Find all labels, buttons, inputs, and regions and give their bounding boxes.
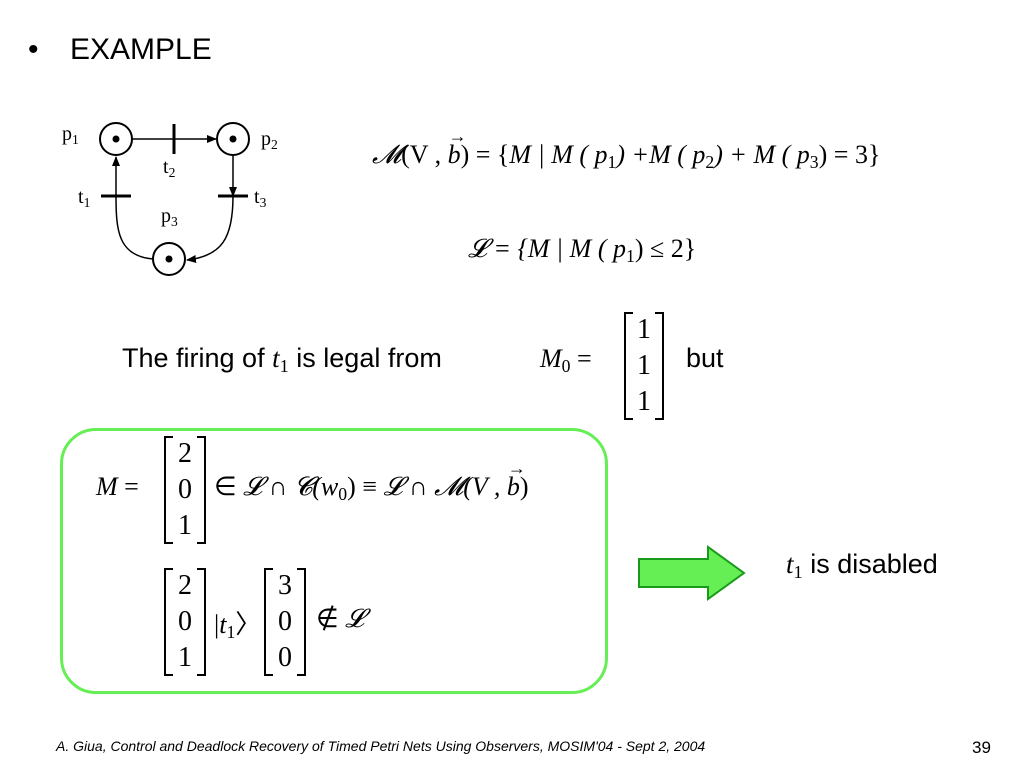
token-p1 xyxy=(112,135,120,143)
firing-sentence: The firing of t1 is legal from xyxy=(122,343,442,377)
title-text: EXAMPLE xyxy=(70,33,212,66)
arc-t3-p3 xyxy=(186,195,234,263)
firing-ket: |t1〉 xyxy=(214,610,262,642)
page-number: 39 xyxy=(972,738,991,757)
label-p3: p3 xyxy=(161,205,178,229)
m0-entry: 1 xyxy=(637,386,651,417)
token-p2 xyxy=(229,135,237,143)
highlight-box xyxy=(60,428,608,694)
bullet-icon: • xyxy=(28,33,39,66)
equation-membership: ∈ 𝓛 ∩ 𝓒(w0) ≡ 𝓛 ∩ 𝓜(V , →b) xyxy=(214,458,529,504)
token-p3 xyxy=(165,255,173,263)
but-text: but xyxy=(686,343,724,373)
m-entry: 1 xyxy=(178,510,192,541)
m0-label: M0 = xyxy=(540,344,592,376)
m0-entry: 1 xyxy=(637,314,651,345)
m-vector: 2 0 1 xyxy=(164,436,206,544)
vector-after: 3 0 0 xyxy=(264,568,306,676)
m-label: M = xyxy=(96,472,139,501)
equation-reachability-set: 𝓜(V , →b) = {M | M ( p1) +M ( p2) + M ( … xyxy=(372,126,881,172)
footer-citation: A. Giua, Control and Deadlock Recovery o… xyxy=(56,738,706,754)
m0-entry: 1 xyxy=(637,350,651,381)
result-text: t1 is disabled xyxy=(786,549,938,583)
arc-p3-t1 xyxy=(115,195,154,260)
not-member-relation: ∉ 𝓛 xyxy=(316,604,365,634)
label-t3: t3 xyxy=(254,186,267,210)
label-p1: p1 xyxy=(62,123,79,147)
label-t2: t2 xyxy=(163,156,176,180)
arrow-right-icon xyxy=(638,545,746,601)
m-entry: 2 xyxy=(178,438,192,469)
label-t1: t1 xyxy=(78,186,91,210)
vector-before: 2 0 1 xyxy=(164,568,206,676)
slide-title: • EXAMPLE xyxy=(28,30,212,70)
label-p2: p2 xyxy=(261,128,278,152)
equation-legal-set: 𝓛 = {M | M ( p1) ≤ 2} xyxy=(468,234,697,266)
m0-vector: 1 1 1 xyxy=(624,312,664,420)
m-entry: 0 xyxy=(178,474,192,505)
b-vector: →b xyxy=(447,126,467,169)
